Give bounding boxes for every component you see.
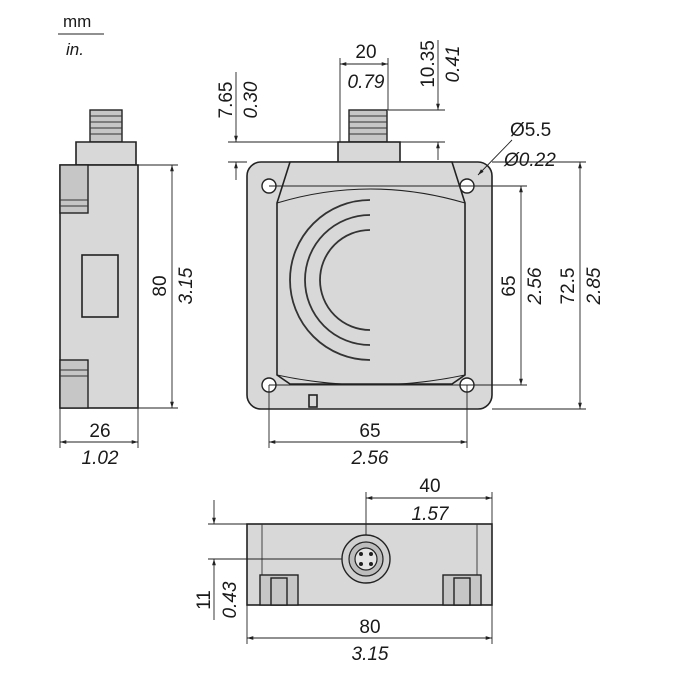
side-width-in: 1.02: [82, 448, 119, 469]
front-view: 20 0.79 10.35 0.41 7.65 0.30 Ø5.5 Ø0.22 …: [216, 40, 605, 469]
side-view: 80 3.15 26 1.02: [59, 109, 197, 469]
length-in: 3.15: [352, 644, 389, 665]
front-sensing-face: [276, 161, 466, 385]
units-legend: mm in.: [58, 12, 104, 59]
depth-mm: 11: [194, 590, 215, 610]
side-height-in: 3.15: [176, 267, 197, 304]
connector-height-mm: 10.35: [418, 40, 439, 88]
side-bottom-flange: [59, 359, 89, 409]
connector-offset-mm: 40: [419, 476, 440, 497]
connector-height-in: 0.41: [443, 46, 464, 83]
length-mm: 80: [359, 617, 380, 638]
side-width-mm: 26: [89, 421, 110, 442]
side-connector: [75, 109, 137, 166]
hole-spacing-horizontal-mm: 65: [359, 421, 380, 442]
overall-height-mm: 72.5: [558, 268, 579, 305]
unit-metric-label: mm: [63, 12, 91, 31]
unit-imperial-label: in.: [66, 40, 84, 59]
hole-spacing-vertical-mm: 65: [499, 275, 520, 296]
connector-offset-in: 1.57: [412, 504, 450, 525]
front-connector: [337, 109, 401, 165]
side-height-mm: 80: [150, 275, 171, 296]
side-window: [81, 254, 119, 318]
hole-diameter-leader: [477, 139, 513, 176]
hole-spacing-horizontal-in: 2.56: [351, 448, 389, 469]
hole-diameter-in: Ø0.22: [503, 150, 556, 171]
top-offset-mm: 7.65: [216, 82, 237, 119]
sensing-arcs: [289, 199, 371, 361]
connector-width-mm: 20: [355, 42, 376, 63]
connector-width-in: 0.79: [348, 72, 385, 93]
bottom-view: 40 1.57 11 0.43 80 3.15: [194, 476, 493, 665]
overall-height-in: 2.85: [584, 267, 605, 305]
depth-in: 0.43: [220, 581, 241, 618]
bottom-connector: [341, 534, 391, 584]
hole-spacing-vertical-in: 2.56: [525, 267, 546, 305]
front-led: [308, 394, 318, 408]
side-top-flange: [59, 164, 89, 214]
hole-diameter-mm: Ø5.5: [510, 120, 551, 141]
top-offset-in: 0.30: [241, 81, 262, 118]
